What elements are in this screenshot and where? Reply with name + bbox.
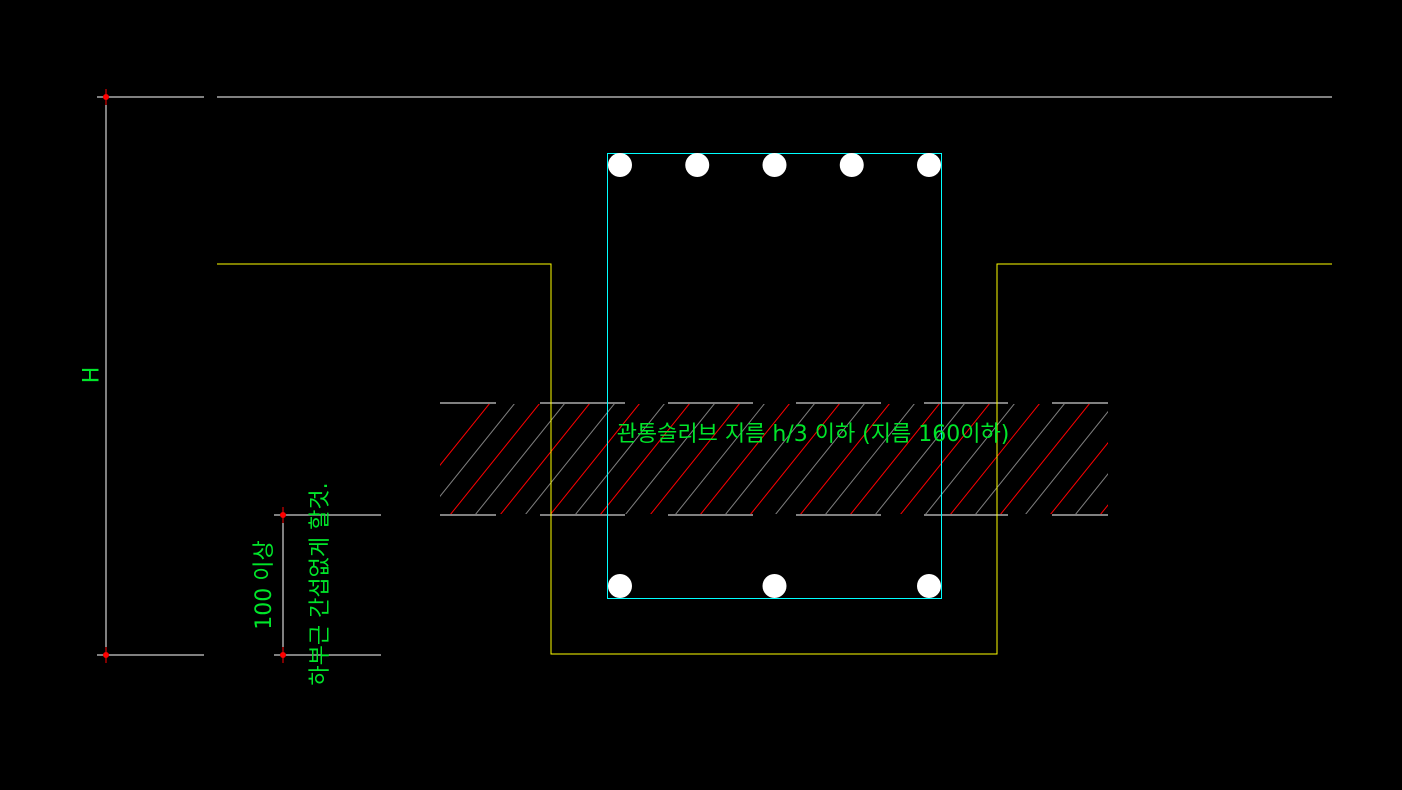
hatch-line (700, 404, 790, 514)
bottom-rebar (762, 574, 787, 598)
hatch-line (440, 404, 515, 498)
hatch-line (550, 404, 640, 514)
hatch-line (750, 404, 840, 514)
top-rebar (917, 153, 941, 177)
hatch-line (900, 404, 990, 514)
hatch-line (800, 404, 890, 514)
hatch-line (1075, 473, 1108, 514)
hatch-line (975, 404, 1065, 514)
hatch-line (825, 404, 915, 514)
hatch-line (875, 404, 965, 514)
hatch-line (925, 404, 1015, 514)
sleeve-note: 관통슬리브 지름 h/3 이하 (지름 160이하) (616, 422, 1010, 447)
dimension-markers (103, 89, 286, 663)
hatch-line (725, 404, 815, 514)
clearance-label: 100 이상 (252, 540, 277, 630)
rebars (608, 153, 941, 598)
hatch-line (1100, 504, 1108, 514)
hatch-line (625, 404, 715, 514)
hatch-line (600, 404, 690, 514)
hatch-line (1025, 410, 1108, 514)
slab-beam-outline (217, 263, 1332, 655)
bottom-rebar (608, 574, 632, 598)
hatch-line (1000, 404, 1090, 514)
hatch-line (675, 404, 765, 514)
top-rebar (608, 153, 632, 177)
height-dimension-label: H (79, 366, 105, 384)
hatch-line (1050, 442, 1108, 514)
bottom-rebar (917, 574, 941, 598)
top-rebar (839, 153, 864, 177)
hatch-line (575, 404, 665, 514)
sleeve-boundary (440, 402, 1108, 516)
hatch-line (775, 404, 865, 514)
hatch-line (1150, 403, 1240, 515)
dimension-h (97, 97, 381, 656)
hatch-line (440, 404, 490, 467)
top-rebar (685, 153, 710, 177)
hatch-line (1125, 403, 1215, 515)
hatch-line (525, 404, 615, 514)
hatch-line (950, 404, 1040, 514)
hatch-line (850, 404, 940, 514)
hatch-line (650, 404, 740, 514)
hatch-line (500, 404, 590, 514)
hatch-line (475, 404, 565, 514)
hatch-line (1175, 403, 1265, 515)
sleeve-hatch (440, 403, 1265, 515)
rebar-note: 하부근 간섭없게 할것. (308, 482, 333, 686)
hatch-line (450, 404, 540, 514)
stirrup (607, 153, 942, 599)
top-rebar (762, 153, 787, 177)
